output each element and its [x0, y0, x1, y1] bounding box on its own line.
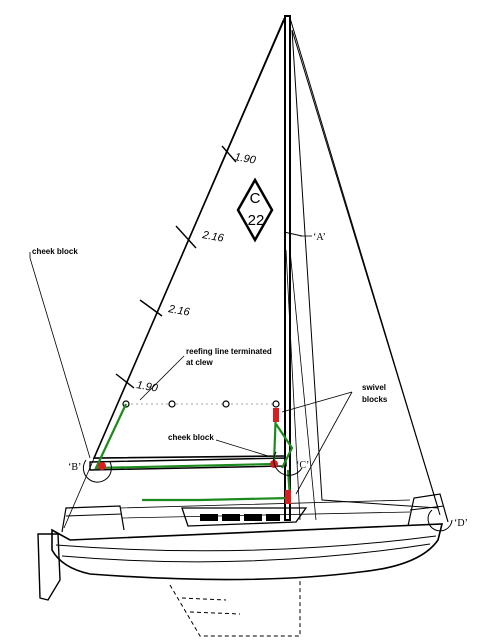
label-swivel: swivel	[362, 383, 386, 392]
svg-text:22: 22	[248, 212, 265, 229]
batten-label: 1.90	[135, 379, 159, 395]
cabin-window	[244, 514, 262, 521]
mast	[283, 15, 303, 521]
cheek-block-boom-end	[98, 462, 106, 470]
point-label-b: ‘B’	[68, 462, 81, 473]
batten	[175, 225, 197, 249]
reef-points	[122, 400, 280, 408]
lifelines	[119, 499, 411, 519]
point-markers	[82, 451, 453, 532]
bow-pulpit	[407, 493, 449, 527]
jib-sail	[291, 29, 439, 509]
point-label-c: ‘C’	[296, 460, 309, 471]
point-label-a: ‘A’	[313, 232, 326, 243]
batten-label: 2.16	[166, 303, 191, 319]
label-cheek-block-left: cheek block	[32, 247, 78, 256]
swivel-block-upper	[273, 408, 279, 422]
cabin-window	[222, 514, 240, 521]
reefing-line	[94, 403, 294, 502]
batten-label: 1.90	[233, 151, 257, 167]
hull	[51, 523, 444, 581]
leader-lines	[29, 235, 353, 495]
batten	[115, 373, 135, 389]
cabin-window	[266, 514, 280, 521]
batten	[221, 145, 237, 163]
cabin	[181, 507, 308, 527]
mast-halyard-mark	[283, 231, 303, 237]
sail-class-insignia: C 22	[236, 177, 274, 243]
point-label-d: ‘D’	[454, 518, 468, 529]
stern-pulpit	[61, 505, 125, 533]
reef-grommet	[222, 400, 230, 408]
batten-label: 2.16	[200, 229, 225, 245]
svg-text:C: C	[250, 190, 261, 207]
label-reefing-line: reefing line terminated	[186, 347, 272, 356]
label-blocks: blocks	[362, 395, 388, 404]
label-cheek-block-center: cheek block	[168, 433, 214, 442]
shrouds	[285, 249, 317, 521]
swivel-block-lower	[285, 490, 291, 504]
reef-grommet	[272, 400, 280, 408]
mainsail: 1.90 2.16 2.16 1.90 C 22	[92, 19, 285, 459]
label-reefing-line-at-clew: at clew	[186, 358, 213, 367]
cabin-window	[200, 514, 218, 521]
batten	[139, 299, 163, 317]
rudder	[37, 533, 61, 601]
reef-grommet	[168, 400, 176, 408]
keel	[169, 580, 301, 637]
